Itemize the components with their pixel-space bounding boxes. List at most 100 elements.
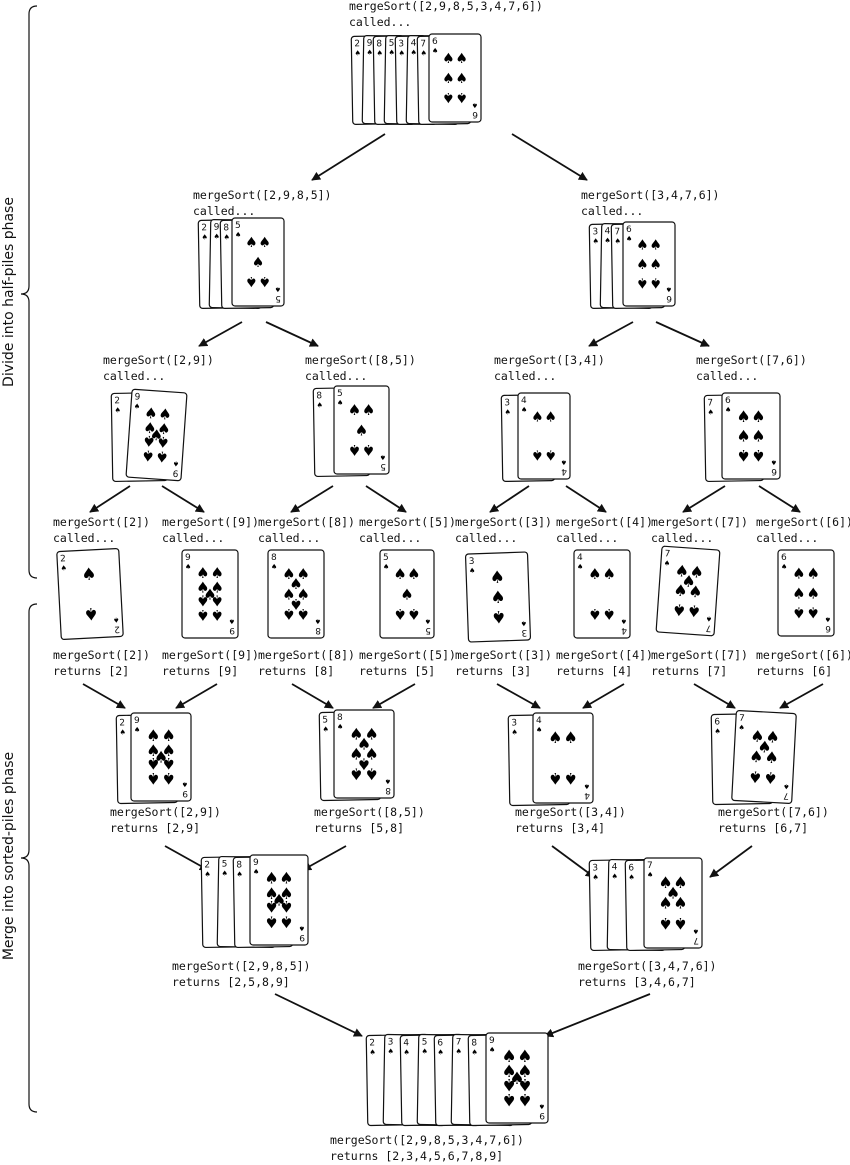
call-label: called... [455,531,517,545]
spade-icon: ♠ [196,564,209,582]
spade-icon: ♠ [196,591,209,609]
call-label: mergeSort([2,9,8,5]) [172,959,310,973]
call-labels: mergeSort([2,9,8,5,3,4,7,6])called...mer… [53,0,850,1163]
arrow [82,683,126,709]
card-face [125,388,188,482]
card-face [532,712,594,804]
spade-icon: ♠ [157,420,172,439]
arrow [779,683,824,709]
playing-card-9: 9♠9♠♠♠♠♠♠♠♠♠♠ [485,1032,549,1124]
spade-icon: ♠ [271,563,277,571]
spade-icon: ♠ [491,606,507,627]
spade-icon: ♠ [693,927,699,935]
arrow [551,845,595,878]
card-corner-bottom: 7♠ [783,782,790,800]
spade-icon: ♠ [114,406,120,414]
call-label: mergeSort([5]) [359,648,456,662]
call-label: mergeSort([2,9,8,5]) [193,188,331,202]
spade-icon: ♠ [536,726,542,734]
spade-icon: ♠ [686,601,702,621]
card-rank: 9 [134,392,141,402]
call-label: returns [2,9] [110,821,200,835]
call-label: returns [2,5,8,9] [172,975,290,989]
card-pile: 3♠4♠4♠♠♠♠♠ [507,712,594,807]
card-corner-bottom: 6♠ [666,285,672,303]
spade-icon: ♠ [577,563,583,571]
card-rank: 3 [504,398,510,408]
spade-icon: ♠ [158,405,173,424]
playing-card-6: 6♠6♠♠♠♠♠♠♠ [777,549,835,637]
card-rank: 3 [469,557,475,567]
call-label: mergeSort([3,4,7,6]) [581,188,719,202]
card-rank: 9 [367,39,373,49]
spade-icon: ♠ [355,421,368,439]
card-rank: 9 [253,858,259,868]
spade-icon: ♠ [626,235,632,243]
call-label: called... [581,204,643,218]
arrow [291,683,334,709]
spade-icon: ♠ [509,1069,524,1089]
card-rank: 7 [647,861,653,871]
card-rank: 7 [664,549,670,559]
playing-card-4: 4♠4♠♠♠♠♠ [517,392,571,480]
card-corner-bottom: 2♠ [113,616,120,634]
arrow [311,133,386,181]
spade-icon: ♠ [348,441,361,459]
spade-icon: ♠ [154,748,168,767]
arrow [365,485,407,513]
spade-icon: ♠ [349,725,363,744]
spade-icon: ♠ [272,891,286,910]
card-rank: 7 [614,227,620,237]
spade-icon: ♠ [649,238,662,254]
card-rank: 7 [739,714,745,724]
spade-icon: ♠ [357,735,371,754]
svg-text:9: 9 [229,625,235,635]
card-rank: 6 [714,717,720,727]
svg-text:9: 9 [299,932,305,942]
card-rank: 3 [388,1038,394,1048]
card-rank: 9 [214,223,220,233]
spade-icon: ♠ [649,274,662,290]
card-rank: 5 [322,715,328,725]
spade-icon: ♠ [725,406,731,414]
spade-icon: ♠ [792,584,805,602]
spade-icon: ♠ [365,745,379,764]
spade-icon: ♠ [658,873,672,892]
card-corner-bottom: 8♠ [315,617,321,635]
card-face [731,710,797,804]
arrow [175,683,218,709]
playing-card-4: 4♠4♠♠♠♠♠ [532,712,594,804]
spade-icon: ♠ [636,238,649,254]
playing-card-9: 9♠9♠♠♠♠♠♠♠♠♠♠ [181,549,239,639]
spade-icon: ♠ [253,868,259,876]
svg-text:5: 5 [275,293,281,303]
call-label: mergeSort([6]) [756,648,850,662]
arrow [489,485,530,513]
spade-icon: ♠ [421,1048,427,1056]
card-face [622,221,676,307]
spade-icon: ♠ [673,914,687,933]
call-label: mergeSort([7,6]) [718,805,829,819]
playing-card-3: 3♠3♠♠♠♠ [464,551,532,643]
card-corner-bottom: 5♠ [425,617,431,635]
spade-icon: ♠ [548,769,562,788]
spade-icon: ♠ [337,723,343,731]
call-label: called... [696,369,758,383]
spade-icon: ♠ [564,728,578,747]
card-face [721,392,781,480]
call-label: returns [3] [455,664,531,678]
spade-icon: ♠ [349,764,363,783]
spade-icon: ♠ [765,727,780,747]
spade-icon: ♠ [561,458,567,466]
card-corner-bottom: 4♠ [584,782,590,800]
spade-icon: ♠ [517,1074,532,1094]
card-pile: 2♠9♠9♠♠♠♠♠♠♠♠♠♠ [110,388,188,483]
card-pile: 6♠7♠7♠♠♠♠♠♠♠♠ [710,710,797,806]
card-rank: 5 [389,39,395,49]
spade-icon: ♠ [664,559,671,567]
spade-icon: ♠ [407,605,420,623]
spade-icon: ♠ [146,726,160,745]
spade-icon: ♠ [531,409,544,425]
card-face [643,857,703,949]
card-face [485,1032,549,1124]
